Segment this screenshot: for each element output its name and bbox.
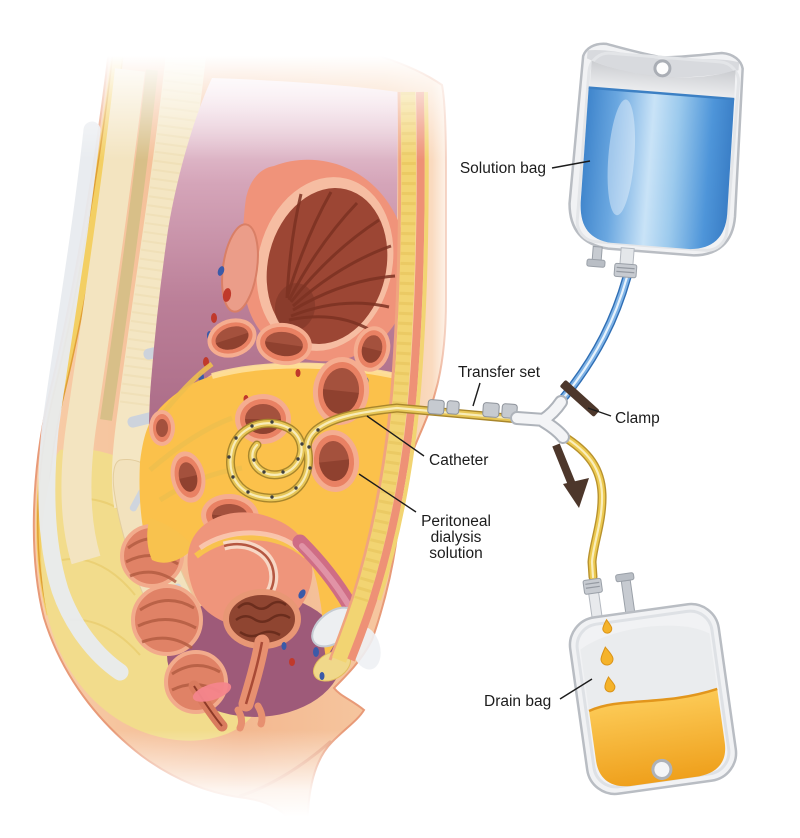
drain-fluid-surface [588,687,718,713]
intestine-loop [308,430,360,492]
spinal-ligament-band [38,121,129,681]
duodenum-organ [221,223,259,313]
pelvic-vessel-dots [281,589,325,680]
bottom-fade [0,730,470,838]
body-cross-section [32,20,447,838]
fluid-drop [600,646,614,666]
pointer-line-peritoneal-solution [358,473,417,513]
pointer-line-transfer-set [472,382,481,407]
pointer-line-catheter [366,415,425,457]
intestine-loop [312,357,370,425]
abdominal-wall [328,91,429,663]
pointer-line-clamp [587,407,612,417]
label-peritoneal-line1: Peritoneal [421,513,491,530]
stomach [242,159,409,362]
intestine-loop [207,318,257,358]
dialysate-surface-highlight [211,362,397,379]
drain-bag [568,572,738,796]
dialysate-wedge [147,518,194,563]
catheter-holes [227,420,320,499]
intestine-loop [256,322,312,366]
top-fade [0,0,470,160]
anal-canal-line [193,685,223,727]
solution-line-tube [556,272,632,406]
intestine-loop [170,451,206,503]
pelvic-muscle-highlight [299,543,351,607]
intestine-loop [353,326,391,372]
label-solution-bag: Solution bag [460,160,546,177]
vagina-canal-line [244,641,264,705]
right-skin-fade [432,60,476,680]
label-peritoneal-line3: solution [429,545,482,562]
drain-line-tube-highlight [561,434,604,579]
fluid-drop [604,676,616,693]
labels: Solution bag Transfer set Clamp Catheter… [358,160,660,710]
solution-bag-hang-hole [653,59,672,78]
down-arrow-icon [552,443,589,508]
solution-bag-ports [586,245,638,279]
label-clamp: Clamp [615,410,660,427]
y-connector [510,395,570,444]
label-catheter: Catheter [429,452,488,469]
solution-fluid-surface [588,86,735,101]
label-peritoneal-line2: dialysis [431,529,482,546]
pointer-line-drain-bag [559,678,593,700]
clamp-bar-icon [560,380,599,417]
drain-bag-fluid [589,688,726,787]
pointer-line-solution-bag [551,160,591,169]
stomach-rugae-folds [285,191,396,333]
labia-fold [234,702,266,732]
solution-fluid-highlight [607,99,636,216]
intestine-loop [149,410,175,446]
solution-bag [568,42,744,279]
fluid-drop [602,618,613,634]
label-transfer-set: Transfer set [458,364,541,381]
drain-drops [600,618,616,693]
spinous-process-column [61,68,145,565]
solution-bag-fluid [580,87,735,250]
drain-bag-ports [582,572,636,623]
catheter-coil [226,403,524,503]
drain-bag-hang-hole [651,758,673,780]
label-drain-bag: Drain bag [484,693,551,710]
drain-line-tube [558,431,607,582]
perineal-body [192,682,232,702]
